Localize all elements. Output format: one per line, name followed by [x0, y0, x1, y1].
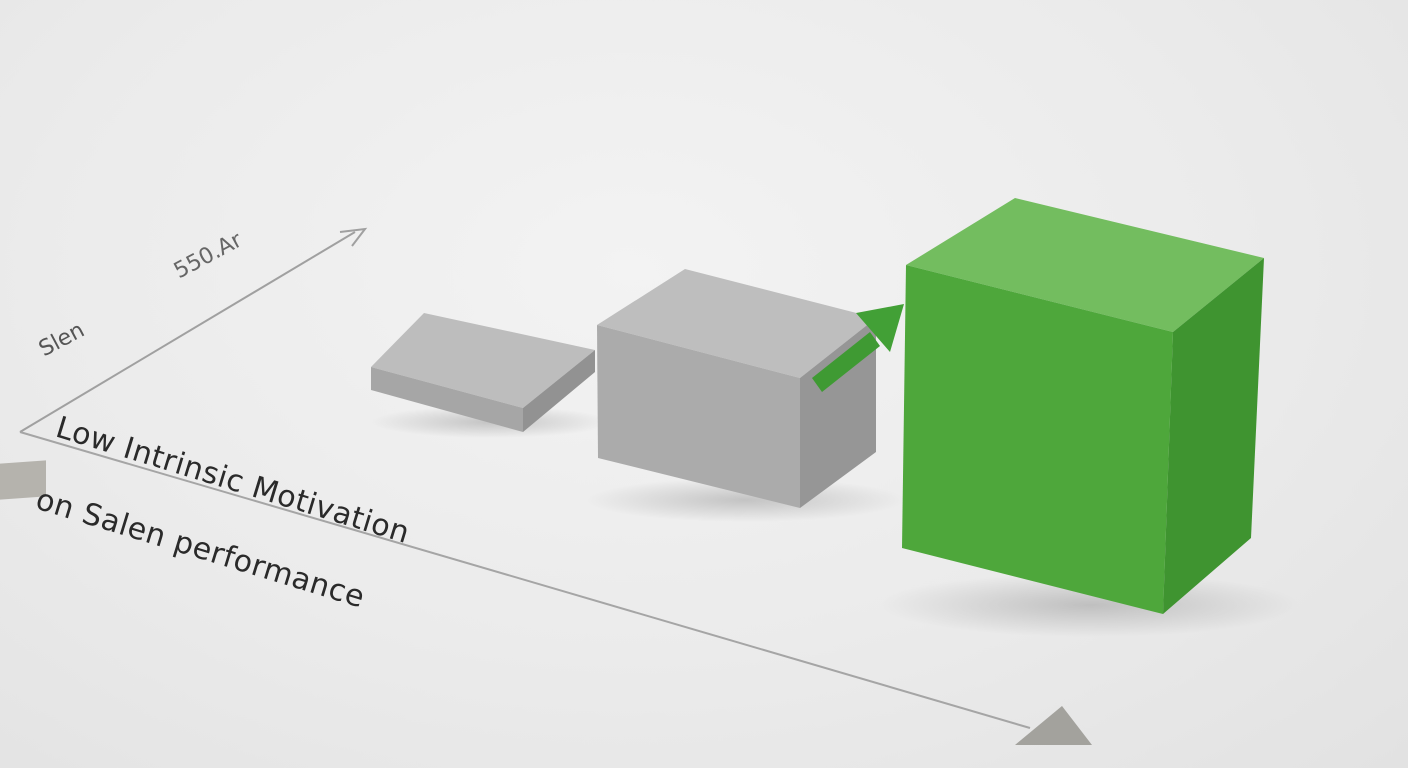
medium-block: [597, 269, 876, 508]
small-block-side: [523, 350, 595, 432]
medium-block-front: [597, 325, 800, 508]
large-block-side: [1163, 258, 1264, 614]
small-block-front: [371, 367, 523, 432]
growth-arrow: [812, 304, 904, 392]
small-block-top: [371, 313, 595, 408]
x-axis-arrowhead: [1015, 706, 1092, 745]
y-axis-line: [19, 231, 356, 433]
large-block: [902, 198, 1264, 614]
small-block: [371, 313, 595, 432]
large-block-front: [902, 265, 1173, 614]
medium-block-side: [800, 318, 876, 508]
growth-arrow-shaft: [812, 332, 880, 392]
large-block-shadow: [880, 573, 1300, 637]
x-axis-line: [19, 431, 1031, 729]
growth-arrow-head: [856, 304, 904, 352]
y-axis-arrowhead: [339, 227, 368, 247]
large-block-top: [906, 198, 1264, 332]
medium-block-top: [597, 269, 876, 378]
